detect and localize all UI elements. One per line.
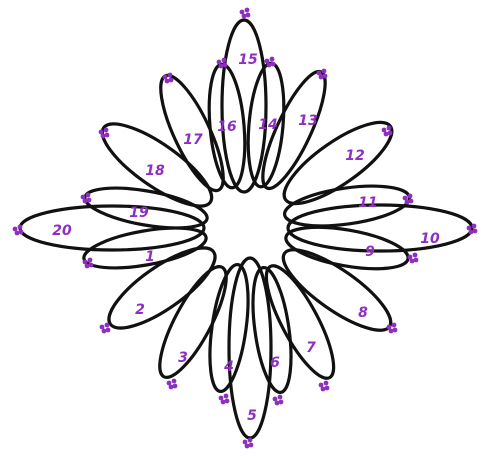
petal-label-15: 15	[238, 52, 258, 68]
petal-label-2: 2	[135, 302, 145, 318]
petal-label-19: 19	[129, 205, 149, 221]
petal-tip-dots-18	[99, 128, 110, 139]
petal-7	[255, 258, 346, 386]
petal-tip-dots-15	[240, 8, 251, 19]
petal-tip-dots-20	[13, 225, 24, 236]
petal-tip-dots-8	[387, 323, 398, 334]
petal-label-14: 14	[258, 117, 277, 133]
petal-tip-dots-5	[243, 438, 254, 449]
petal-label-20: 20	[52, 223, 72, 239]
petal-label-4: 4	[223, 359, 234, 375]
petal-label-5: 5	[247, 408, 257, 424]
petal-label-6: 6	[270, 355, 280, 371]
petal-tip-dots-9	[408, 253, 419, 264]
petal-label-7: 7	[306, 340, 316, 356]
petal-label-3: 3	[178, 350, 188, 366]
petal-label-9: 9	[365, 244, 375, 260]
petal-label-16: 16	[217, 119, 237, 135]
petal-label-12: 12	[345, 148, 364, 164]
petal-tip-dots-12	[382, 126, 393, 137]
petal-label-11: 11	[358, 195, 377, 211]
petal-label-1: 1	[145, 249, 155, 265]
petal-tip-dots-6	[273, 395, 284, 406]
petal-label-17: 17	[183, 132, 203, 148]
petal-tip-dots-3	[167, 379, 178, 390]
petal-8	[273, 237, 401, 343]
petal-label-10: 10	[420, 231, 440, 247]
petal-12	[274, 109, 403, 217]
petal-label-13: 13	[298, 113, 317, 129]
petal-tip-dots-7	[319, 381, 330, 392]
petal-tip-dots-17	[163, 73, 174, 84]
petal-tip-dots-4	[219, 394, 230, 405]
petal-label-8: 8	[358, 305, 368, 321]
dots-layer	[13, 8, 478, 449]
petal-tip-dots-2	[100, 323, 111, 334]
petals-layer	[20, 20, 472, 438]
petal-label-18: 18	[145, 163, 165, 179]
